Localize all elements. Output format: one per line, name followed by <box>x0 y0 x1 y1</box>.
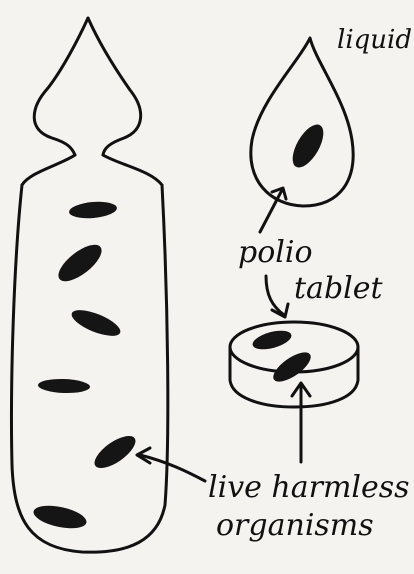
label-organisms-line2: organisms <box>216 508 374 543</box>
label-polio: polio <box>238 235 313 270</box>
label-liquid: liquid <box>337 25 412 55</box>
label-tablet: tablet <box>294 271 383 306</box>
label-organisms-line1: live harmless <box>208 470 410 505</box>
